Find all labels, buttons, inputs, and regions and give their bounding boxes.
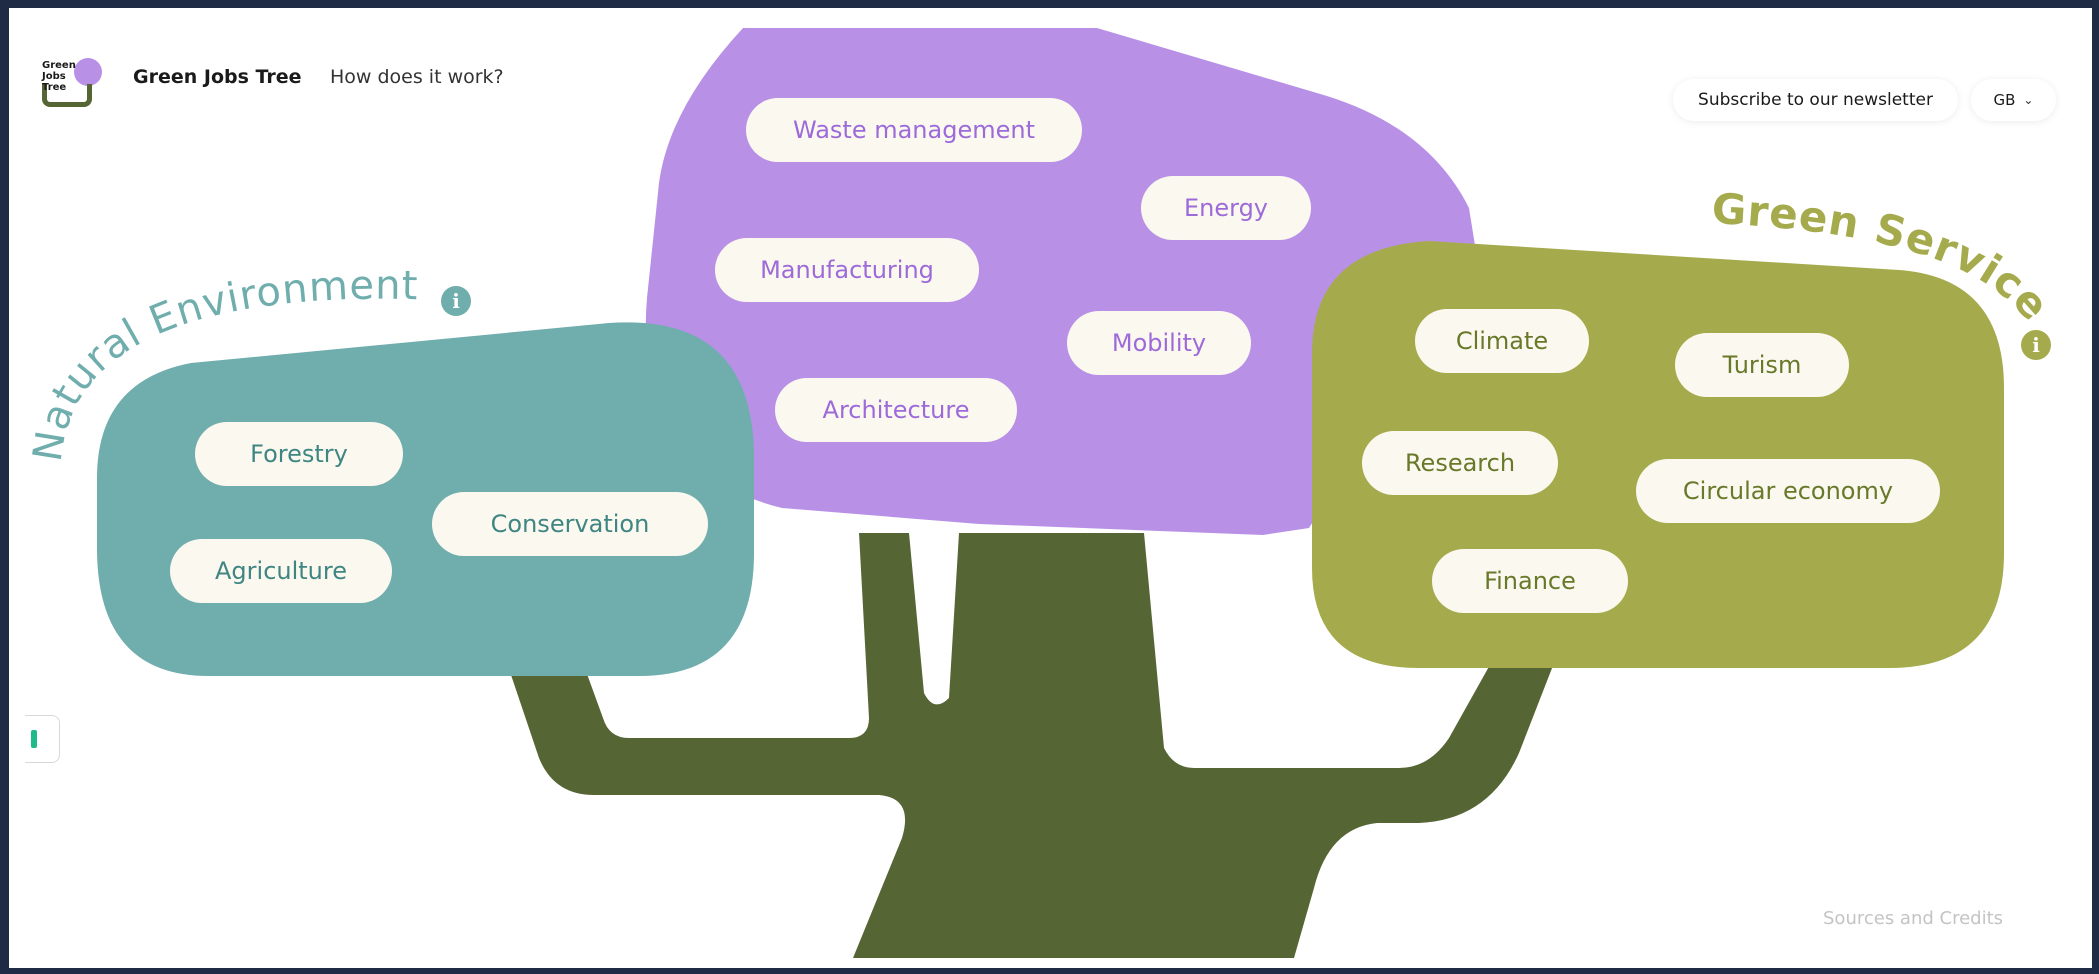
category-mobility[interactable]: Mobility [1067,311,1251,375]
green-services-info-icon[interactable]: i [2021,330,2051,360]
logo-wordmark: Green Jobs Tree [42,60,76,93]
category-turism[interactable]: Turism [1675,333,1849,397]
logo-purple-blob [74,58,102,86]
app-title-link[interactable]: Green Jobs Tree [133,66,302,88]
category-conservation[interactable]: Conservation [432,492,708,556]
logo-green-stem [42,84,92,107]
category-manufacturing[interactable]: Manufacturing [715,238,979,302]
page-canvas: Natural Environment Green Services Green… [9,8,2092,968]
category-waste-management[interactable]: Waste management [746,98,1082,162]
category-energy[interactable]: Energy [1141,176,1311,240]
category-architecture[interactable]: Architecture [775,378,1017,442]
subscribe-newsletter-button[interactable]: Subscribe to our newsletter [1673,79,1958,121]
category-agriculture[interactable]: Agriculture [170,539,392,603]
chevron-down-icon: ⌄ [2023,93,2034,107]
feedback-icon [31,730,37,748]
category-circular-economy[interactable]: Circular economy [1636,459,1940,523]
logo[interactable]: Green Jobs Tree [40,56,112,107]
natural-environment-info-icon[interactable]: i [441,286,471,316]
language-selector[interactable]: GB ⌄ [1971,79,2056,121]
how-does-it-work-link[interactable]: How does it work? [330,66,504,88]
side-feedback-tab[interactable] [25,715,60,763]
category-climate[interactable]: Climate [1415,309,1589,373]
sources-and-credits-link[interactable]: Sources and Credits [1823,908,2004,929]
category-finance[interactable]: Finance [1432,549,1628,613]
category-forestry[interactable]: Forestry [195,422,403,486]
category-research[interactable]: Research [1362,431,1558,495]
language-code: GB [1993,91,2016,109]
tree-trunk [507,533,1554,958]
